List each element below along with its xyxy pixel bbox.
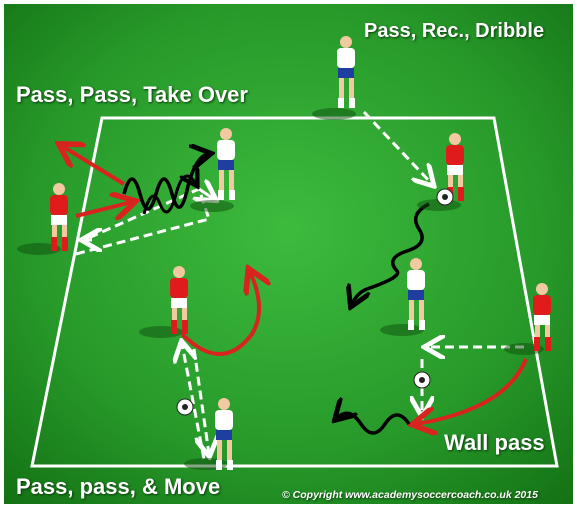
copyright-notice: © Copyright www.academysoccercoach.co.uk… <box>282 489 538 501</box>
soccer-ball <box>414 372 430 388</box>
drill-drawing <box>4 4 573 504</box>
label-wall-pass: Wall pass <box>444 430 545 456</box>
soccer-ball <box>177 399 193 415</box>
pitch: Pass, Pass, Take Over Pass, Rec., Dribbl… <box>4 4 573 504</box>
soccer-ball <box>437 189 453 205</box>
label-pass-pass-take-over: Pass, Pass, Take Over <box>16 82 248 108</box>
grass-background <box>4 4 573 504</box>
label-pass-pass-move: Pass, pass, & Move <box>16 474 220 500</box>
label-pass-rec-dribble: Pass, Rec., Dribble <box>364 20 544 43</box>
